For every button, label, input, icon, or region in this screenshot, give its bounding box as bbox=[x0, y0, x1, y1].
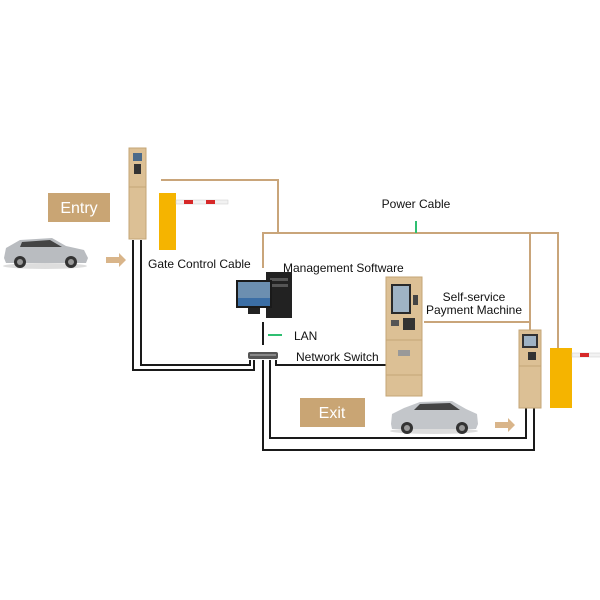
exit-barrier-gate-icon bbox=[550, 348, 600, 408]
exit-arrow-icon bbox=[495, 418, 515, 432]
network-cables bbox=[132, 240, 535, 451]
exit-label: Exit bbox=[300, 398, 365, 427]
entry-arrow-icon bbox=[106, 253, 126, 267]
gate-control-cable-label: Gate Control Cable bbox=[148, 257, 251, 271]
exit-text: Exit bbox=[319, 405, 346, 422]
payment-machine-label-line2: Payment Machine bbox=[426, 303, 522, 317]
entry-text: Entry bbox=[60, 200, 97, 217]
entry-car-icon bbox=[3, 238, 88, 269]
entry-label: Entry bbox=[48, 193, 110, 222]
payment-machine-icon bbox=[385, 276, 423, 397]
entry-barrier-gate-icon bbox=[159, 193, 229, 250]
exit-car-icon bbox=[390, 401, 478, 434]
management-software-label: Management Software bbox=[283, 261, 404, 275]
power-cables bbox=[161, 179, 559, 348]
network-switch-label: Network Switch bbox=[296, 350, 379, 364]
exit-ticket-pillar-icon bbox=[518, 329, 542, 409]
payment-machine-label-line1: Self-service bbox=[443, 290, 506, 304]
network-switch-icon bbox=[248, 352, 278, 359]
management-computer-icon bbox=[236, 272, 292, 318]
power-cable-label: Power Cable bbox=[382, 197, 451, 211]
entry-ticket-pillar-icon bbox=[128, 147, 147, 240]
lan-label: LAN bbox=[294, 329, 317, 343]
